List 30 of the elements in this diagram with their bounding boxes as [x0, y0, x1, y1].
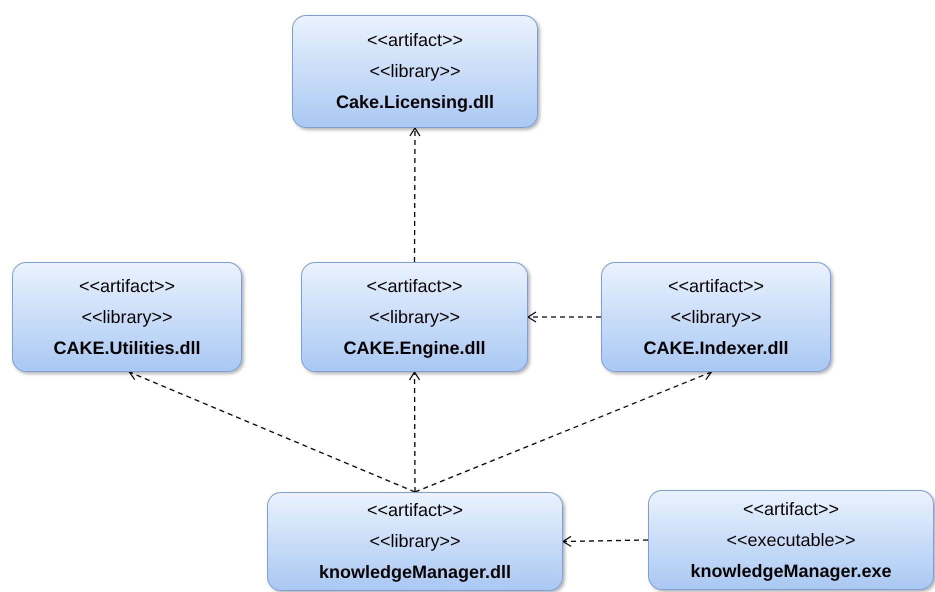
- artifact-name: CAKE.Indexer.dll: [643, 336, 789, 360]
- artifact-box: [601, 262, 831, 372]
- stereotype-label: <<artifact>>: [366, 274, 463, 298]
- stereotype-label: <<library>>: [369, 530, 461, 553]
- dependency-arrow: [128, 370, 416, 493]
- artifact-name: Cake.Licensing.dll: [336, 91, 494, 114]
- stereotype-label: <<library>>: [670, 306, 762, 329]
- artifact-box: [292, 15, 538, 128]
- dependency-arrow: [527, 311, 601, 323]
- stereotype-label: <<artifact>>: [366, 499, 464, 522]
- artifact-name: knowledgeManager.dll: [318, 561, 512, 584]
- artifact-name: CAKE.Utilities.dll: [53, 336, 200, 360]
- artifact-box: [12, 262, 242, 372]
- dependency-arrow: [562, 536, 648, 547]
- dependency-arrow: [408, 371, 420, 492]
- dependency-arrow: [409, 127, 421, 262]
- stereotype-label: <<artifact>>: [78, 274, 176, 298]
- artifact-name: CAKE.Engine.dll: [343, 336, 486, 360]
- stereotype-label: <<executable>>: [726, 528, 856, 552]
- stereotype-label: <<artifact>>: [366, 29, 464, 52]
- artifact-name: knowledgeManager.exe: [690, 560, 892, 583]
- artifact-box: [301, 262, 528, 372]
- stereotype-label: <<library>>: [368, 306, 460, 329]
- stereotype-label: <<library>>: [369, 60, 461, 83]
- stereotype-label: <<artifact>>: [668, 274, 764, 298]
- dependency-arrow: [414, 370, 712, 493]
- stereotype-label: <<library>>: [81, 306, 173, 329]
- artifact-box: [267, 492, 563, 591]
- stereotype-label: <<artifact>>: [742, 498, 840, 520]
- artifact-box: [648, 490, 934, 590]
